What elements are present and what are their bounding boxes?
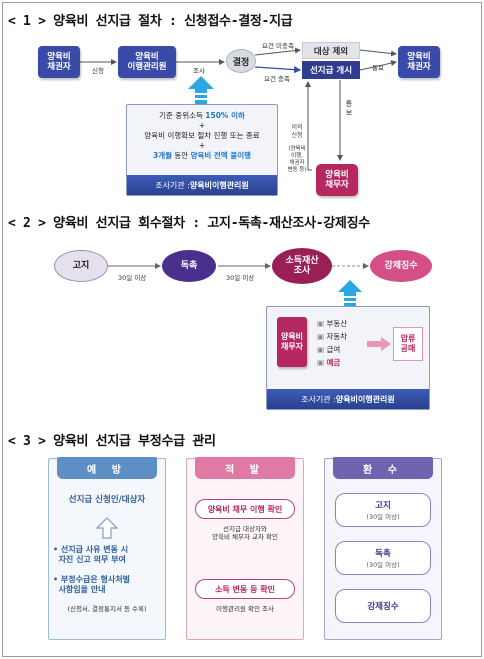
criteria-line2: 양육비 이행확보 절차 진행 또는 종료 (144, 131, 260, 140)
label-objection: 이의 신청 (291, 124, 303, 139)
label-debtor-note: (양육비 이행, 채권자 변동 등) (287, 146, 307, 173)
step-notice-oval: 고지 (54, 250, 108, 282)
label-req-met: 요건 충족 (264, 75, 290, 83)
prevent-header: 예 방 (57, 457, 157, 479)
label-investigate: 조사 (193, 67, 205, 75)
label-notify-down: 통 보 (345, 100, 353, 117)
recover-item2: 독촉 (30일 이상) (335, 541, 431, 575)
org-bar-1: 조사기관 : 양육비이행관리원 (127, 175, 277, 195)
step-demand-oval: 독촉 (162, 250, 216, 282)
section2-title: < 2 > 양육비 선지급 회수절차 : 고지-독촉-재산조사-강제징수 (8, 216, 370, 231)
step-investigation-oval: 소득재산 조사 (272, 248, 332, 284)
criteria-line3: 3개월 동안 양육비 전액 불이행 (152, 151, 252, 160)
label-apply: 신청 (92, 67, 104, 75)
asset-item: ▣ 부동산 (317, 319, 348, 328)
prevent-applicant: 선지급 신청인/대상자 (68, 495, 146, 505)
detect-item2-desc: 이행관리원 확인 조사 (216, 605, 274, 613)
criteria-plus-2: + (198, 141, 206, 150)
asset-item: ▣ 자동차 (317, 332, 348, 341)
section1-title: < 1 > 양육비 선지급 절차 : 신청접수-결정-지급 (8, 14, 293, 29)
excluded-box: 대상 제외 (302, 42, 360, 59)
section1-arrows (80, 47, 397, 171)
step-collection-oval: 강제징수 (370, 250, 432, 282)
recover-item1: 고지 (30일 이상) (335, 493, 431, 527)
recover-column: 환 수 고지 (30일 이상) 독촉 (30일 이상) 강제징수 (324, 457, 442, 640)
criteria-plus-1: + (198, 121, 206, 130)
section3-title: < 3 > 양육비 선지급 부정수급 관리 (8, 434, 216, 449)
up-arrow-outline-icon (96, 517, 118, 539)
creditor-left-box: 양육비 채권자 (38, 46, 80, 78)
up-arrow-icon-2 (338, 280, 362, 306)
org-bar-2: 조사기관 : 양육비이행관리원 (267, 389, 429, 409)
detect-item1-desc: 선지급 대상자와 양육비 채무자 교차 확인 (212, 525, 278, 542)
asset-item: ▣ 급여 (317, 345, 341, 354)
label-notify-right: 통보 (372, 64, 384, 72)
prevent-column: 예 방 선지급 신청인/대상자 • 선지급 사유 변동 시 자진 신고 의무 부… (48, 457, 166, 640)
decision-oval: 결정 (226, 49, 256, 73)
recover-header: 환 수 (333, 457, 433, 479)
recover-item3: 강제징수 (335, 589, 431, 623)
gap2-label: 30일 이상 (226, 274, 255, 282)
label-req-unmet: 요건 미충족 (262, 42, 294, 50)
asset-item: ▣ 예금 (317, 358, 341, 367)
debtor-box-2: 양육비 채무자 (277, 317, 307, 367)
agency-box: 양육비 이행관리원 (118, 46, 176, 78)
up-arrow-icon (188, 76, 214, 104)
detect-header: 적 발 (195, 457, 295, 479)
seizure-box: 압류 공매 (393, 327, 423, 361)
detect-item1: 양육비 채무 이행 확인 (195, 499, 295, 519)
gap1-label: 30일 이상 (118, 274, 147, 282)
criteria-panel: 기준 중위소득 150% 이하 + 양육비 이행확보 절차 진행 또는 종료 +… (126, 104, 278, 196)
prevent-note: (신청서, 결정통지서 등 수록) (67, 605, 147, 613)
prevent-bullet1: • 선지급 사유 변동 시 자진 신고 의무 부여 (53, 545, 129, 565)
debtor-box: 양육비 채무자 (316, 164, 358, 196)
start-box: 선지급 개시 (302, 61, 360, 79)
section2-arrows (108, 263, 369, 269)
detect-column: 적 발 양육비 채무 이행 확인 선지급 대상자와 양육비 채무자 교차 확인 … (186, 457, 304, 640)
prevent-bullet2: • 부정수급은 형사처벌 사항임을 안내 (53, 575, 130, 595)
right-arrow-icon (367, 337, 391, 351)
creditor-right-box: 양육비 채권자 (398, 46, 440, 78)
detect-item2: 소득 변동 등 확인 (195, 579, 295, 599)
investigation-panel: 양육비 채무자 ▣ 부동산 ▣ 자동차 ▣ 급여 ▣ 예금 압류 공매 조사기관… (266, 306, 430, 410)
asset-list: ▣ 부동산 ▣ 자동차 ▣ 급여 ▣ 예금 (317, 317, 347, 369)
criteria-line1: 기준 중위소득 150% 이하 (159, 111, 245, 120)
